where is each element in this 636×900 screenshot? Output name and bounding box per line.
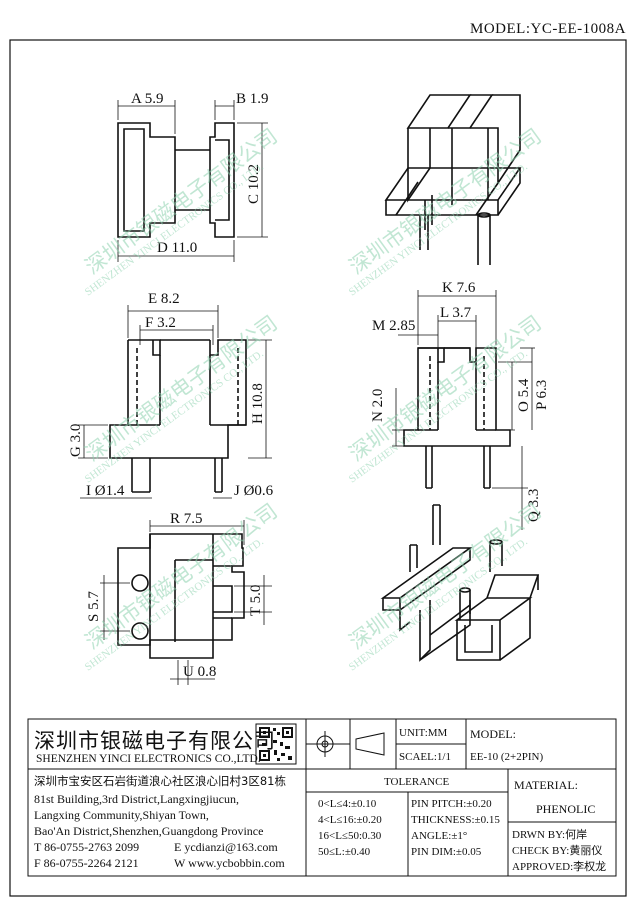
- tolerance-right-2: ANGLE:±1°: [411, 830, 468, 842]
- material-value: PHENOLIC: [536, 802, 596, 816]
- view-bottom-left: [117, 533, 245, 659]
- dim-t: T 5.0: [248, 585, 264, 616]
- drawing-border: [9, 39, 627, 897]
- material-header: MATERIAL:: [514, 778, 578, 792]
- dim-d: D 11.0: [157, 240, 197, 256]
- scale: SCAEL:1/1: [399, 751, 451, 763]
- qr-code-icon: [255, 723, 297, 765]
- model-header: MODEL:: [470, 727, 516, 741]
- tolerance-left-1: 4<L≤16:±0.20: [318, 814, 382, 826]
- watermark-en-6: SHENZHEN YINCI ELECTRONICS CO., LTD.: [347, 536, 530, 674]
- company-en: SHENZHEN YINCI ELECTRONICS CO.,LTD.: [36, 753, 261, 765]
- address-cn: 深圳市宝安区石岩街道浪心社区浪心旧村3区81栋: [34, 774, 286, 788]
- dim-i: I Ø1.4: [86, 483, 125, 499]
- tolerance-right-1: THICKNESS:±0.15: [411, 814, 500, 826]
- drawn-by: DRWN BY:何岸: [512, 829, 588, 841]
- tolerance-left-3: 50≤L:±0.40: [318, 846, 371, 858]
- dim-g: G 3.0: [68, 424, 84, 457]
- unit: UNIT:MM: [399, 727, 448, 739]
- dim-l: L 3.7: [440, 305, 472, 321]
- tolerance-right-0: PIN PITCH:±0.20: [411, 798, 492, 810]
- dim-j: J Ø0.6: [234, 483, 274, 499]
- dim-c: C 10.2: [246, 164, 262, 204]
- tolerance-right-3: PIN DIM:±0.05: [411, 846, 482, 858]
- tolerance-header: TOLERANCE: [384, 776, 450, 788]
- dims-front-left: [78, 305, 272, 499]
- dim-m: M 2.85: [372, 318, 415, 334]
- dim-n: N 2.0: [370, 389, 386, 422]
- watermark-cn-6: 深圳市银磁电子有限公司: [345, 499, 546, 654]
- watermark-en-2: SHENZHEN YINCI ELECTRONICS CO., LTD.: [347, 161, 530, 299]
- dim-f: F 3.2: [145, 315, 176, 331]
- dim-a: A 5.9: [131, 91, 164, 107]
- dim-q: Q 3.3: [526, 489, 542, 522]
- dim-k: K 7.6: [442, 280, 476, 296]
- company-cn: 深圳市银磁电子有限公司: [34, 729, 276, 753]
- dim-u: U 0.8: [183, 664, 216, 680]
- watermark-en-5: SHENZHEN YINCI ELECTRONICS CO., LTD.: [83, 536, 266, 674]
- model-value: EE-10 (2+2PIN): [470, 751, 544, 763]
- address-en-3: Bao'An District,Shenzhen,Guangdong Provi…: [34, 824, 264, 838]
- email: E ycdianzi@163.com: [174, 840, 278, 854]
- watermark-cn-2: 深圳市银磁电子有限公司: [345, 124, 546, 279]
- fax: F 86-0755-2264 2121: [34, 856, 139, 870]
- dims-top-left: [117, 100, 268, 262]
- web: W www.ycbobbin.com: [174, 856, 285, 870]
- address-en-2: Langxing Community,Shiyan Town,: [34, 808, 209, 822]
- dim-s: S 5.7: [86, 591, 102, 622]
- dims-bottom-left: [100, 520, 272, 685]
- dim-r: R 7.5: [170, 511, 203, 527]
- dim-h: H 10.8: [250, 383, 266, 424]
- view-iso-top: [384, 94, 522, 265]
- address-en-1: 81st Building,3rd District,Langxingjiucu…: [34, 792, 239, 806]
- projection-symbol-icon: [312, 731, 385, 757]
- title-block-frame: [27, 718, 617, 877]
- view-iso-bottom: [380, 504, 540, 662]
- view-top-left: [117, 122, 235, 238]
- tel: T 86-0755-2763 2099: [34, 840, 140, 854]
- tolerance-left-0: 0<L≤4:±0.10: [318, 798, 377, 810]
- dim-p: P 6.3: [534, 380, 550, 410]
- model-label: MODEL:YC-EE-1008A: [470, 21, 626, 37]
- check-by: CHECK BY:黄丽仪: [512, 845, 603, 857]
- approved-by: APPROVED:李权龙: [512, 861, 607, 873]
- dim-b: B 1.9: [236, 91, 269, 107]
- dims-front-right: [392, 290, 535, 530]
- dim-o: O 5.4: [516, 378, 532, 412]
- view-front-left: [109, 339, 247, 493]
- tolerance-left-2: 16<L≤50:0.30: [318, 830, 382, 842]
- dim-e: E 8.2: [148, 291, 180, 307]
